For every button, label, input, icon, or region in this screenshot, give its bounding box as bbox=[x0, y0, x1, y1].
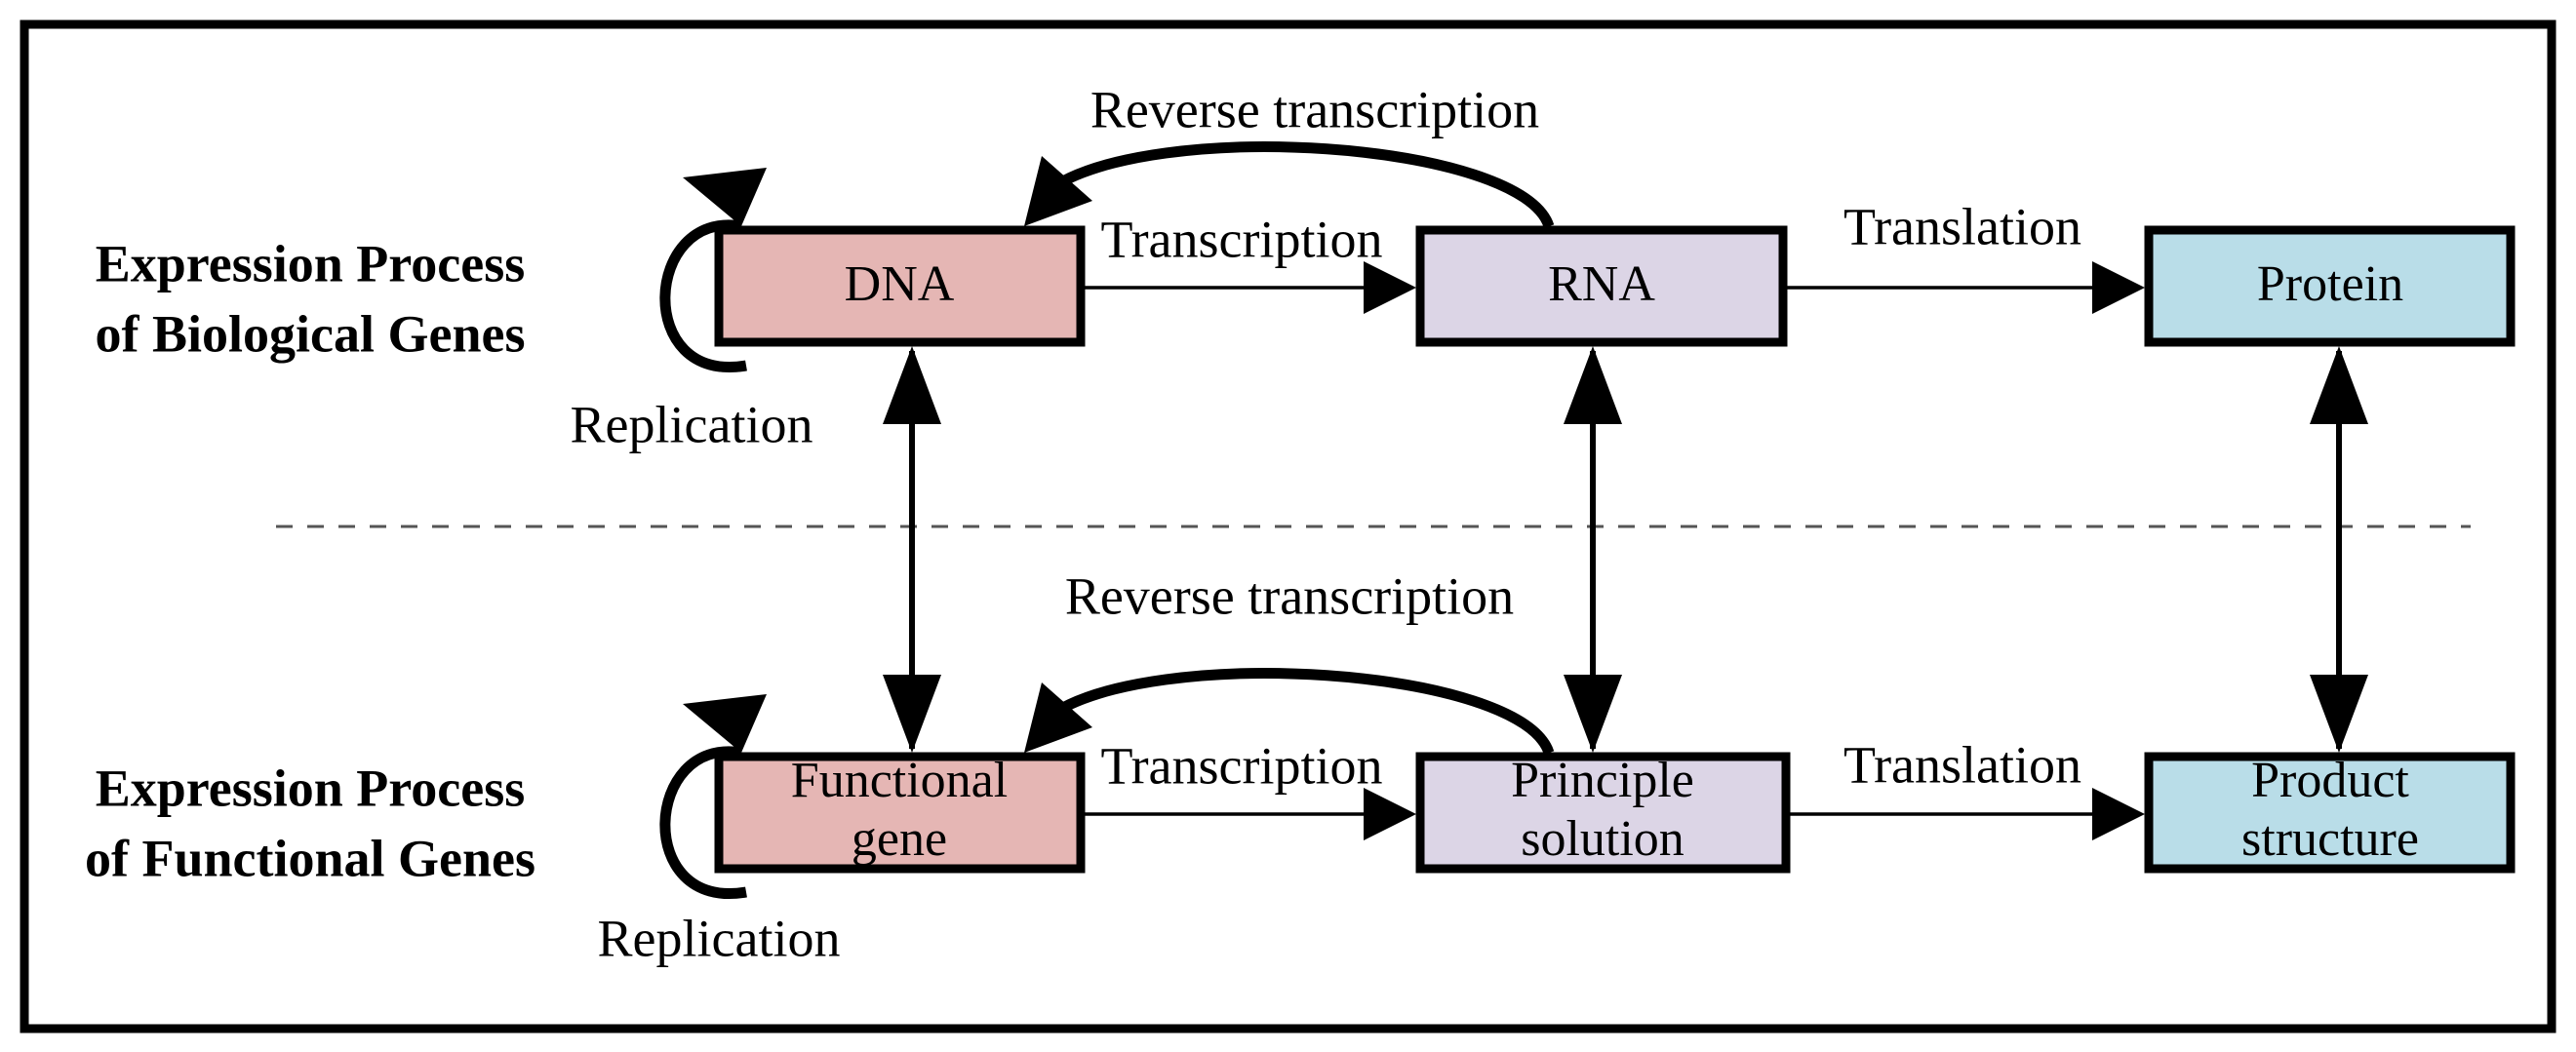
principle-rna-arrowhead-down bbox=[1564, 675, 1622, 753]
reverse-transcription-curve-top bbox=[1045, 141, 1555, 229]
product-protein-arrowhead-down bbox=[2310, 675, 2368, 753]
row-label-functional-line2: of Functional Genes bbox=[85, 829, 535, 887]
node-functional-gene-label-line2: gene bbox=[852, 811, 947, 867]
translation-arrowhead-bottom bbox=[2092, 788, 2145, 840]
row-label-functional-line1: Expression Process bbox=[96, 759, 526, 817]
reverse-transcription-arrowhead-top bbox=[1024, 156, 1092, 226]
reverse-transcription-curve-bottom bbox=[1045, 668, 1555, 756]
label-reverse-transcription-top: Reverse transcription bbox=[1090, 80, 1539, 138]
dna-funcgene-arrowhead-up bbox=[883, 346, 941, 424]
translation-arrowhead-top bbox=[2092, 261, 2145, 314]
label-replication-bottom: Replication bbox=[598, 909, 841, 967]
product-protein-arrowhead-up bbox=[2310, 346, 2368, 424]
node-principle-solution-label-line1: Principle bbox=[1511, 753, 1694, 808]
transcription-arrowhead-top bbox=[1364, 261, 1416, 314]
node-principle-solution[interactable] bbox=[1415, 752, 1791, 874]
row-label-biological-line1: Expression Process bbox=[96, 234, 526, 292]
node-product-structure[interactable] bbox=[2144, 752, 2516, 874]
label-transcription-top: Transcription bbox=[1100, 210, 1382, 268]
dna-funcgene-arrowhead-down bbox=[883, 675, 941, 753]
node-protein[interactable] bbox=[2144, 225, 2516, 347]
transcription-arrowhead-bottom bbox=[1364, 788, 1416, 840]
principle-rna-arrowhead-up bbox=[1564, 346, 1622, 424]
figure-border bbox=[20, 19, 2556, 1033]
node-product-structure-label-line1: Product bbox=[2251, 753, 2409, 808]
replication-loop-top bbox=[659, 219, 747, 373]
node-dna[interactable] bbox=[714, 225, 1086, 347]
label-translation-bottom: Translation bbox=[1843, 735, 2081, 794]
label-transcription-bottom: Transcription bbox=[1100, 736, 1382, 795]
reverse-transcription-arrowhead-bottom bbox=[1024, 682, 1092, 753]
node-product-structure-label-line2: structure bbox=[2241, 811, 2419, 867]
node-principle-solution-label-line2: solution bbox=[1521, 811, 1684, 867]
replication-arrowhead-bottom bbox=[683, 694, 767, 753]
node-rna[interactable] bbox=[1415, 225, 1788, 347]
label-replication-top: Replication bbox=[571, 395, 813, 453]
node-functional-gene[interactable] bbox=[714, 752, 1086, 874]
label-reverse-transcription-bottom: Reverse transcription bbox=[1065, 566, 1514, 625]
node-functional-gene-label-line1: Functional bbox=[791, 753, 1008, 808]
node-dna-label: DNA bbox=[845, 256, 955, 312]
node-protein-label: Protein bbox=[2257, 256, 2403, 312]
node-rna-label: RNA bbox=[1548, 256, 1655, 312]
label-translation-top: Translation bbox=[1843, 197, 2081, 255]
row-label-biological-line2: of Biological Genes bbox=[96, 304, 526, 363]
replication-loop-bottom bbox=[659, 746, 747, 900]
replication-arrowhead-top bbox=[683, 168, 767, 226]
